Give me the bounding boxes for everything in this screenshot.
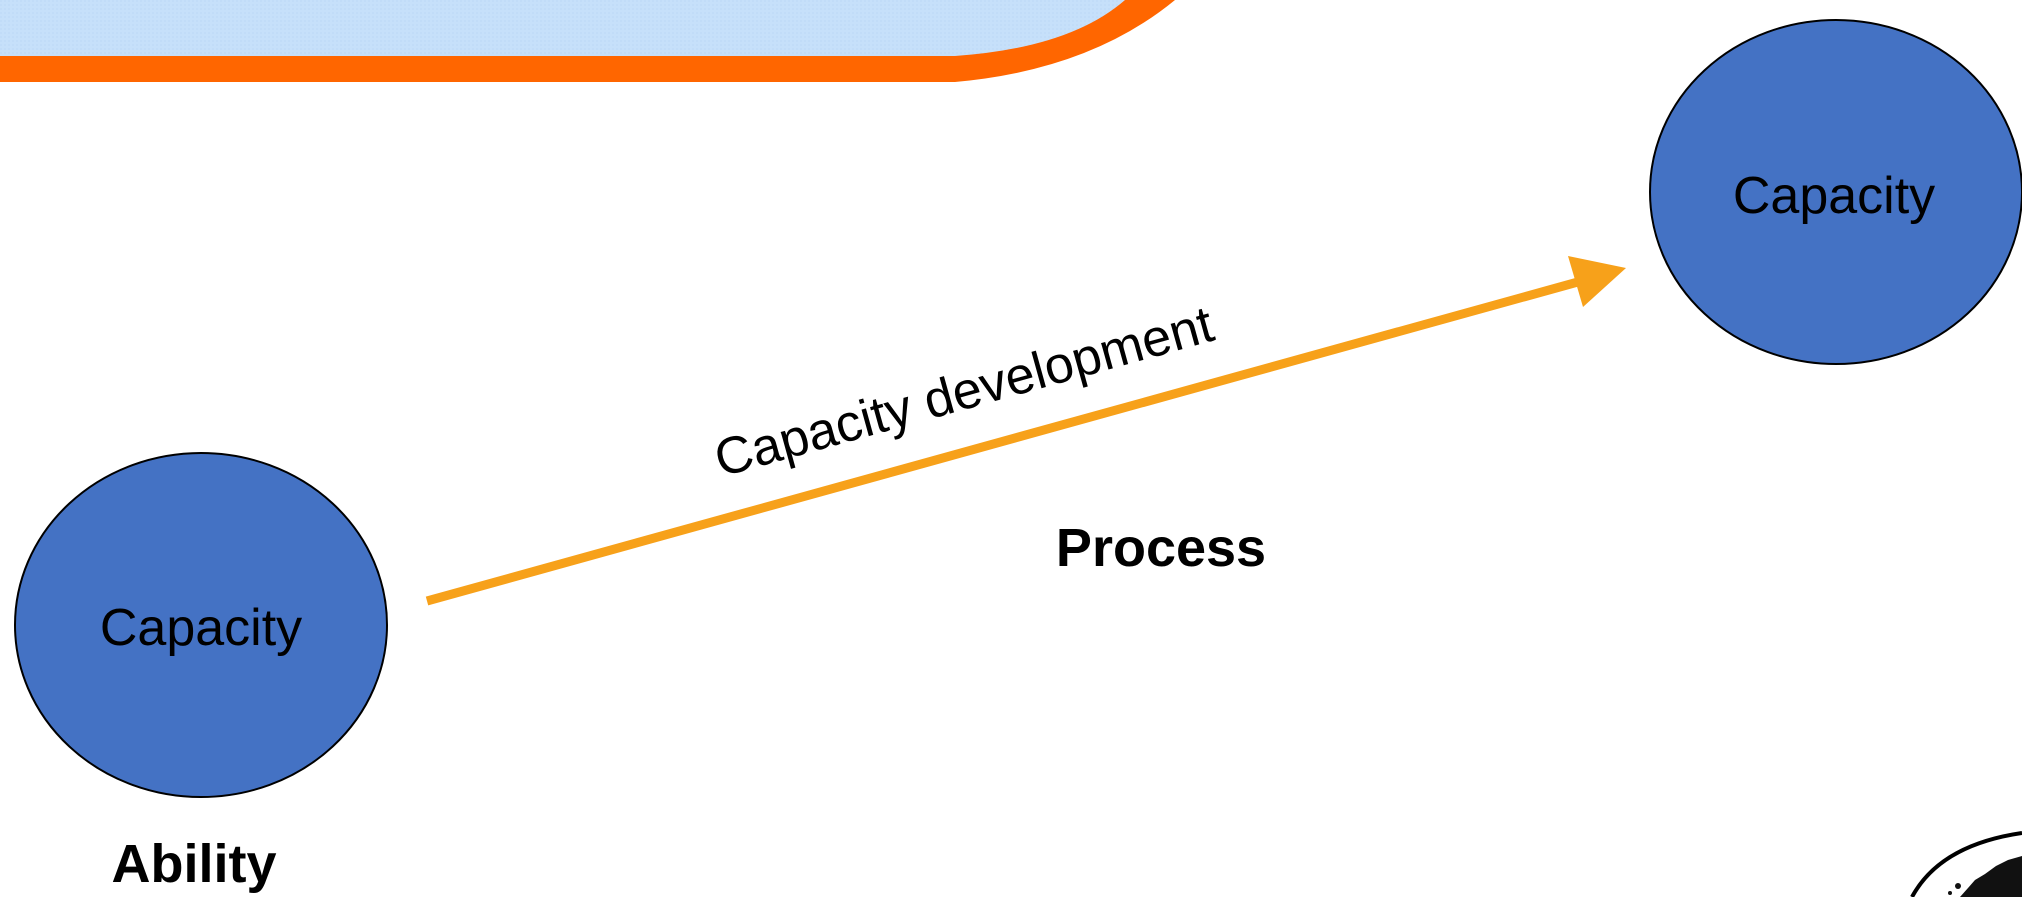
start-node-label: Capacity xyxy=(99,599,303,657)
emblem-logo-icon xyxy=(1910,831,2022,897)
end-capacity-node xyxy=(1649,19,2022,365)
development-arrowhead xyxy=(1568,256,1626,307)
end-node-label: Capacity xyxy=(1732,167,1936,225)
ability-caption: Ability xyxy=(111,834,277,894)
process-caption: Process xyxy=(1055,518,1267,578)
start-capacity-node xyxy=(14,452,388,798)
title-banner xyxy=(0,0,1125,56)
development-arrow-line xyxy=(425,275,1587,606)
